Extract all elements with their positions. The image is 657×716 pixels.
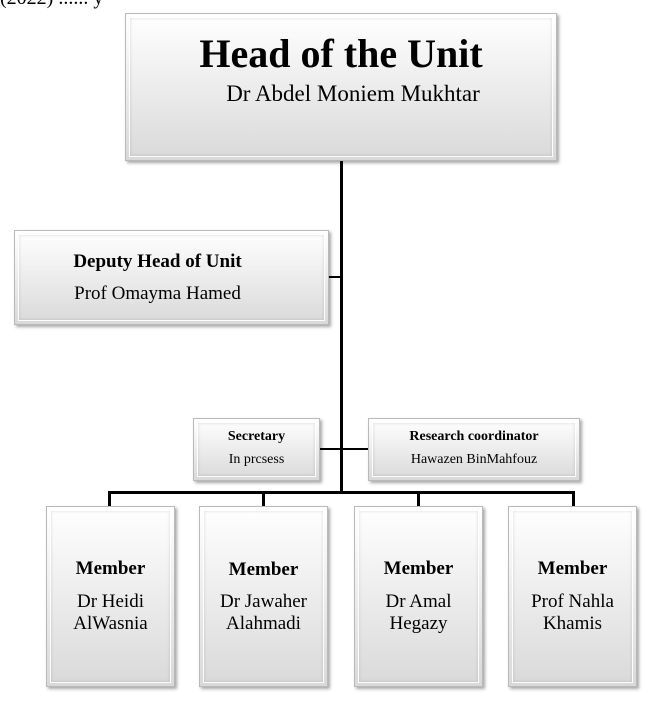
secretary-box: Secretary In prcsess	[193, 418, 320, 481]
member-name-line1: Prof Nahla	[531, 591, 614, 612]
head-of-unit-box: Head of the Unit Dr Abdel Moniem Mukhtar	[125, 13, 557, 161]
member-box-2: Member Dr Jawaher Alahmadi	[199, 506, 328, 687]
head-name: Dr Abdel Moniem Mukhtar	[226, 81, 480, 106]
secretary-title: Secretary	[227, 429, 286, 444]
member-title: Member	[537, 558, 608, 579]
members-bus-line	[108, 491, 575, 494]
deputy-connector	[328, 276, 341, 278]
member-title: Member	[383, 558, 454, 579]
research-coordinator-box: Research coordinator Hawazen BinMahfouz	[368, 418, 580, 481]
member-box-4: Member Prof Nahla Khamis	[508, 506, 637, 687]
deputy-title: Deputy Head of Unit	[73, 251, 242, 272]
member-drop-4	[572, 491, 575, 506]
member-name-line2: Khamis	[542, 613, 603, 634]
member-box-3: Member Dr Amal Hegazy	[354, 506, 483, 687]
trunk-line	[340, 160, 343, 493]
member-drop-3	[417, 491, 420, 506]
member-name-line2: Alahmadi	[226, 613, 301, 634]
member-drop-1	[108, 491, 111, 506]
secretary-connector	[319, 448, 341, 450]
coordinator-connector	[342, 448, 368, 450]
deputy-head-box: Deputy Head of Unit Prof Omayma Hamed	[14, 230, 329, 325]
member-name-line2: Hegazy	[389, 613, 448, 634]
member-name-line2: AlWasnia	[73, 613, 148, 634]
member-name-line1: Dr Jawaher	[219, 591, 308, 612]
cropped-top-text: (2022) ...... y	[0, 0, 103, 8]
head-title: Head of the Unit	[199, 31, 483, 76]
deputy-name: Prof Omayma Hamed	[74, 283, 241, 304]
member-name-line1: Dr Amal	[385, 591, 452, 612]
secretary-name: In prcsess	[228, 452, 285, 467]
coordinator-title: Research coordinator	[409, 429, 539, 444]
member-name-line1: Dr Heidi	[76, 591, 144, 612]
member-drop-2	[262, 491, 265, 506]
coordinator-name: Hawazen BinMahfouz	[410, 452, 538, 467]
member-title: Member	[75, 558, 146, 579]
member-box-1: Member Dr Heidi AlWasnia	[46, 506, 175, 687]
member-title: Member	[228, 559, 299, 580]
